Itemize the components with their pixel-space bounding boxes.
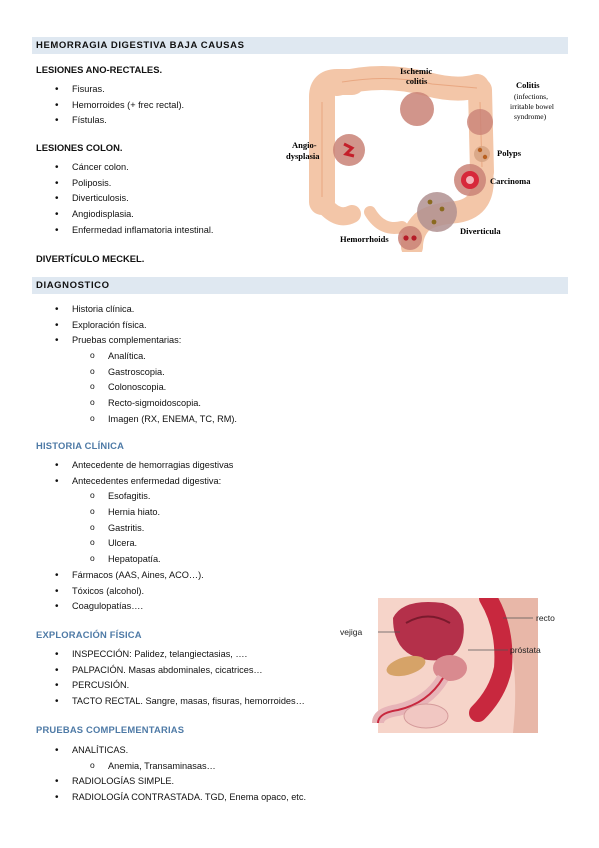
list-subitem: Recto-sigmoidoscopia. <box>36 395 237 412</box>
list-subitem: Colonoscopia. <box>36 379 237 396</box>
list-item: RADIOLOGÍA CONTRASTADA. TGD, Enema opaco… <box>36 790 306 806</box>
list-subitem: Hepatopatía. <box>36 551 233 568</box>
list-exploracion: INSPECCIÓN: Palidez, telangiectasias, ….… <box>36 647 305 710</box>
list-item: Fisuras. <box>36 82 184 98</box>
group-title-meckel: DIVERTÍCULO MECKEL. <box>36 253 145 264</box>
heading-historia-clinica: HISTORIA CLÍNICA <box>36 440 125 451</box>
polyps-lesion <box>474 146 490 162</box>
list-diagnostico: Historia clínica. Exploración física. Pr… <box>36 302 237 428</box>
list-item: Angiodisplasia. <box>36 207 213 223</box>
list-item: PALPACIÓN. Masas abdominales, cicatrices… <box>36 663 305 679</box>
hemorrhoids-lesion <box>398 226 422 250</box>
rectum-shape <box>469 598 513 722</box>
heading-pruebas-complementarias: PRUEBAS COMPLEMENTARIAS <box>36 724 185 735</box>
label-carcinoma: Carcinoma <box>490 176 531 186</box>
list-item: Hemorroides (+ frec rectal). <box>36 98 184 114</box>
list-ano-rectales: Fisuras. Hemorroides (+ frec rectal). Fí… <box>36 82 184 129</box>
section-header-causas: HEMORRAGIA DIGESTIVA BAJA CAUSAS <box>32 37 568 54</box>
pelvic-anatomy-diagram: vejiga recto próstata <box>340 598 555 733</box>
label-ischemic-1: Ischemic <box>400 66 432 76</box>
list-item: Exploración física. <box>36 318 237 334</box>
label-angio-1: Angio- <box>292 140 317 150</box>
list-item: Tóxicos (alcohol). <box>36 584 233 600</box>
group-title-colon: LESIONES COLON. <box>36 142 123 153</box>
label-hemorrhoids: Hemorrhoids <box>340 234 389 244</box>
list-subitem: Anemia, Transaminasas… <box>36 758 306 775</box>
list-subitem: Gastritis. <box>36 520 233 537</box>
bladder-shape <box>393 602 464 661</box>
list-item: TACTO RECTAL. Sangre, masas, fisuras, he… <box>36 694 305 710</box>
label-colitis-sub-3: syndrome) <box>514 112 547 121</box>
list-item: Fármacos (AAS, Aines, ACO…). <box>36 568 233 584</box>
list-item: PERCUSIÓN. <box>36 678 305 694</box>
heading-exploracion-fisica: EXPLORACIÓN FÍSICA <box>36 629 142 640</box>
list-item: Historia clínica. <box>36 302 237 318</box>
list-item: Fístulas. <box>36 113 184 129</box>
list-item: ANALÍTICAS. <box>36 743 306 759</box>
label-angio-2: dysplasia <box>286 151 320 161</box>
list-item: Antecedentes enfermedad digestiva: <box>36 474 233 490</box>
label-prostata: próstata <box>510 645 541 655</box>
list-historia: Antecedente de hemorragias digestivas An… <box>36 458 233 615</box>
ischemic-lesion <box>400 92 434 126</box>
list-item: Diverticulosis. <box>36 191 213 207</box>
list-item: Cáncer colon. <box>36 160 213 176</box>
label-recto: recto <box>536 613 555 623</box>
diverticula-lesion <box>417 192 457 232</box>
list-subitem: Hernia hiato. <box>36 504 233 521</box>
list-item: INSPECCIÓN: Palidez, telangiectasias, …. <box>36 647 305 663</box>
list-item: Poliposis. <box>36 176 213 192</box>
list-pruebas: ANALÍTICAS. Anemia, Transaminasas… RADIO… <box>36 743 306 806</box>
label-polyps: Polyps <box>497 148 522 158</box>
list-item: Pruebas complementarias: <box>36 333 237 349</box>
label-vejiga: vejiga <box>340 627 362 637</box>
list-item: RADIOLOGÍAS SIMPLE. <box>36 774 306 790</box>
list-subitem: Esofagitis. <box>36 488 233 505</box>
list-item: Coagulopatías…. <box>36 599 233 615</box>
list-subitem: Ulcera. <box>36 535 233 552</box>
label-diverticula: Diverticula <box>460 226 501 236</box>
label-colitis-sub-2: irritable bowel <box>510 102 554 111</box>
label-colitis-sub-1: (infections, <box>514 92 548 101</box>
list-subitem: Analítica. <box>36 348 237 365</box>
colon-diagram: Ischemic colitis Colitis (infections, ir… <box>286 66 554 252</box>
list-subitem: Imagen (RX, ENEMA, TC, RM). <box>36 411 237 428</box>
list-item: Enfermedad inflamatoria intestinal. <box>36 223 213 239</box>
list-item: Antecedente de hemorragias digestivas <box>36 458 233 474</box>
list-colon: Cáncer colon. Poliposis. Diverticulosis.… <box>36 160 213 238</box>
group-title-ano-rectales: LESIONES ANO-RECTALES. <box>36 64 163 75</box>
prostate-shape <box>433 655 467 681</box>
label-colitis: Colitis <box>516 80 540 90</box>
section-header-diagnostico: DIAGNOSTICO <box>32 277 568 294</box>
list-subitem: Gastroscopia. <box>36 364 237 381</box>
label-ischemic-2: colitis <box>406 76 428 86</box>
colitis-lesion <box>467 109 493 135</box>
